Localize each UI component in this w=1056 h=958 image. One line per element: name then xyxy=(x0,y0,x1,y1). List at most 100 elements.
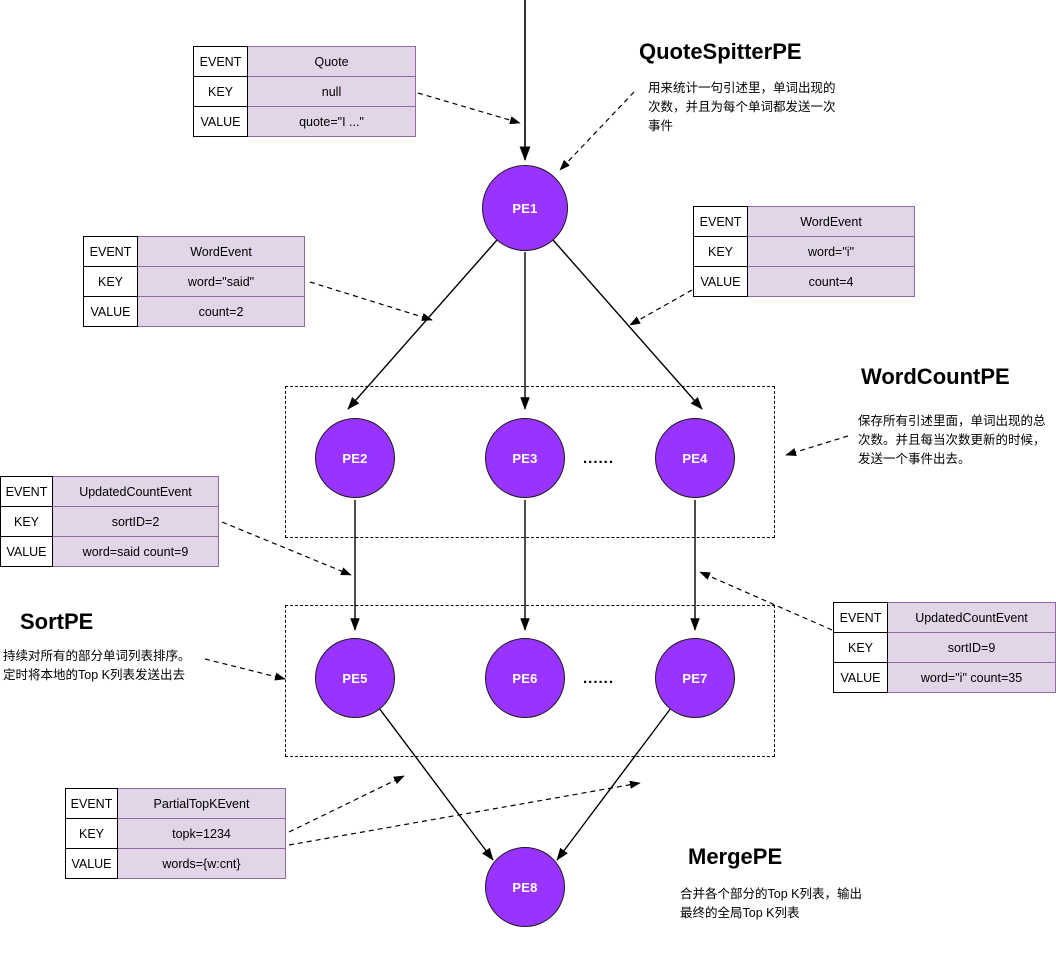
row-label-key: KEY xyxy=(65,818,118,849)
callout-wordcount-note xyxy=(785,435,849,456)
table-row: VALUE word=said count=9 xyxy=(0,536,219,567)
callout-quotespitter-note xyxy=(559,91,635,171)
pe-node-pe3[interactable]: PE3 xyxy=(485,418,565,498)
row-label-value: VALUE xyxy=(65,848,118,879)
callout-quote-table xyxy=(417,92,521,125)
table-row: VALUE words={w:cnt} xyxy=(65,848,286,879)
table-row: KEY word="i" xyxy=(693,236,915,267)
callout-partialtopk-right xyxy=(288,780,641,846)
event-table-updatedcount-i: EVENT UpdatedCountEvent KEY sortID=9 VAL… xyxy=(833,602,1056,693)
cell-value-value: quote="I ..." xyxy=(247,106,416,137)
table-row: EVENT WordEvent xyxy=(83,236,305,267)
wordcount-ellipsis: ...... xyxy=(583,451,614,466)
pe-node-label: PE6 xyxy=(512,670,538,686)
row-label-event: EVENT xyxy=(83,236,138,267)
table-row: VALUE quote="I ..." xyxy=(193,106,416,137)
row-label-value: VALUE xyxy=(833,662,888,693)
table-row: KEY null xyxy=(193,76,416,107)
event-table-quote: EVENT Quote KEY null VALUE quote="I ..." xyxy=(193,46,416,137)
cell-value-value: words={w:cnt} xyxy=(117,848,286,879)
cell-event-value: WordEvent xyxy=(137,236,305,267)
table-row: KEY topk=1234 xyxy=(65,818,286,849)
event-table-partialtopk: EVENT PartialTopKEvent KEY topk=1234 VAL… xyxy=(65,788,286,879)
table-row: KEY word="said" xyxy=(83,266,305,297)
pe-node-pe2[interactable]: PE2 xyxy=(315,418,395,498)
row-label-value: VALUE xyxy=(193,106,248,137)
pe-node-label: PE3 xyxy=(512,450,538,466)
row-label-event: EVENT xyxy=(193,46,248,77)
cell-value-value: count=2 xyxy=(137,296,305,327)
edge-pe1-to-pe4 xyxy=(552,239,703,410)
pe-node-pe1[interactable]: PE1 xyxy=(482,165,568,251)
pe-node-pe6[interactable]: PE6 xyxy=(485,638,565,718)
cell-value-value: word=said count=9 xyxy=(52,536,219,567)
cell-event-value: WordEvent xyxy=(747,206,915,237)
cell-value-value: word="i" count=35 xyxy=(887,662,1056,693)
cell-event-value: PartialTopKEvent xyxy=(117,788,286,819)
table-row: EVENT PartialTopKEvent xyxy=(65,788,286,819)
row-label-key: KEY xyxy=(0,506,53,537)
row-label-event: EVENT xyxy=(833,602,888,633)
cell-event-value: UpdatedCountEvent xyxy=(887,602,1056,633)
pe-node-label: PE8 xyxy=(512,879,538,895)
pe-node-pe7[interactable]: PE7 xyxy=(655,638,735,718)
sort-group-box xyxy=(285,605,775,757)
section-note-merge: 合并各个部分的Top K列表，输出 最终的全局Top K列表 xyxy=(680,887,862,920)
table-row: VALUE word="i" count=35 xyxy=(833,662,1056,693)
pe-node-pe5[interactable]: PE5 xyxy=(315,638,395,718)
row-label-value: VALUE xyxy=(83,296,138,327)
pe-node-label: PE7 xyxy=(682,670,708,686)
callout-wordevent-i xyxy=(629,289,693,326)
cell-event-value: UpdatedCountEvent xyxy=(52,476,219,507)
event-table-wordevent-i: EVENT WordEvent KEY word="i" VALUE count… xyxy=(693,206,915,297)
table-row: EVENT UpdatedCountEvent xyxy=(0,476,219,507)
row-label-event: EVENT xyxy=(65,788,118,819)
section-title-sort: SortPE xyxy=(20,609,94,634)
table-row: VALUE count=2 xyxy=(83,296,305,327)
section-title-quotespitter: QuoteSpitterPE xyxy=(639,39,802,64)
row-label-key: KEY xyxy=(83,266,138,297)
cell-key-value: sortID=9 xyxy=(887,632,1056,663)
table-row: KEY sortID=9 xyxy=(833,632,1056,663)
pe-node-label: PE4 xyxy=(682,450,708,466)
event-table-wordevent-said: EVENT WordEvent KEY word="said" VALUE co… xyxy=(83,236,305,327)
section-title-merge: MergePE xyxy=(688,844,783,869)
ellipsis-text: ...... xyxy=(583,670,615,687)
table-row: VALUE count=4 xyxy=(693,266,915,297)
row-label-value: VALUE xyxy=(693,266,748,297)
callout-partialtopk-left xyxy=(288,775,405,833)
row-label-key: KEY xyxy=(693,236,748,267)
pe-node-pe4[interactable]: PE4 xyxy=(655,418,735,498)
section-note-sort: 持续对所有的部分单词列表排序。 定时将本地的Top K列表发送出去 xyxy=(3,649,191,682)
wordcount-group-box xyxy=(285,386,775,538)
section-title-wordcount: WordCountPE xyxy=(861,364,1010,389)
cell-event-value: Quote xyxy=(247,46,416,77)
row-label-key: KEY xyxy=(193,76,248,107)
ellipsis-text: ...... xyxy=(583,450,615,467)
row-label-event: EVENT xyxy=(693,206,748,237)
edge-pe1-to-pe2 xyxy=(347,239,498,410)
table-row: EVENT UpdatedCountEvent xyxy=(833,602,1056,633)
cell-key-value: word="said" xyxy=(137,266,305,297)
cell-key-value: null xyxy=(247,76,416,107)
event-table-updatedcount-said: EVENT UpdatedCountEvent KEY sortID=2 VAL… xyxy=(0,476,219,567)
section-note-quotespitter: 用来统计一句引述里，单词出现的 次数，并且为每个单词都发送一次 事件 xyxy=(648,81,836,133)
row-label-key: KEY xyxy=(833,632,888,663)
cell-value-value: count=4 xyxy=(747,266,915,297)
cell-key-value: sortID=2 xyxy=(52,506,219,537)
callout-sort-note xyxy=(204,658,286,681)
pe-node-label: PE5 xyxy=(342,670,368,686)
cell-key-value: word="i" xyxy=(747,236,915,267)
pe-node-label: PE2 xyxy=(342,450,368,466)
cell-key-value: topk=1234 xyxy=(117,818,286,849)
row-label-event: EVENT xyxy=(0,476,53,507)
pe-node-pe8[interactable]: PE8 xyxy=(485,847,565,927)
table-row: EVENT WordEvent xyxy=(693,206,915,237)
pe-node-label: PE1 xyxy=(512,200,538,216)
row-label-value: VALUE xyxy=(0,536,53,567)
section-note-wordcount: 保存所有引述里面，单词出现的总 次数。并且每当次数更新的时候， 发送一个事件出去… xyxy=(858,414,1046,466)
callout-wordevent-said xyxy=(309,281,433,321)
table-row: EVENT Quote xyxy=(193,46,416,77)
table-row: KEY sortID=2 xyxy=(0,506,219,537)
